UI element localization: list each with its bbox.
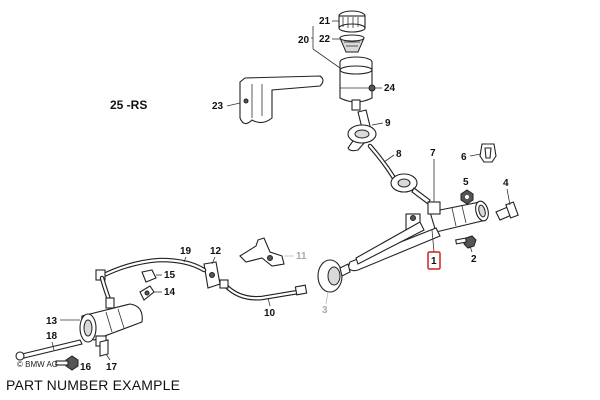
clutch-hose-19[interactable] bbox=[95, 257, 207, 309]
reservoir-cap-21[interactable] bbox=[338, 10, 366, 33]
leader-10 bbox=[267, 297, 271, 307]
reservoir-bracket-23[interactable] bbox=[239, 75, 324, 125]
bolt-16[interactable] bbox=[55, 355, 79, 371]
label-16: 16 bbox=[80, 362, 92, 373]
label-17: 17 bbox=[106, 362, 118, 373]
label-15: 15 bbox=[164, 270, 176, 281]
leader-8 bbox=[383, 154, 395, 163]
reservoir-20[interactable] bbox=[339, 56, 373, 111]
label-2: 2 bbox=[471, 254, 477, 265]
pushrod-18[interactable] bbox=[15, 339, 83, 361]
slave-cylinder-13[interactable] bbox=[79, 303, 143, 347]
label-9: 9 bbox=[385, 118, 391, 129]
bracket-20 bbox=[311, 26, 314, 49]
clip-6[interactable] bbox=[479, 143, 497, 163]
label-11: 11 bbox=[296, 251, 307, 262]
label-5: 5 bbox=[463, 177, 469, 188]
leader-17 bbox=[105, 353, 111, 361]
bleeder-14[interactable] bbox=[139, 285, 155, 301]
leader-12 bbox=[211, 256, 216, 265]
label-12: 12 bbox=[210, 246, 222, 257]
dust-boot-3[interactable] bbox=[317, 259, 351, 293]
leader-18 bbox=[51, 341, 55, 351]
hose-clamp-24[interactable] bbox=[368, 84, 376, 92]
leader-1 bbox=[431, 229, 435, 253]
bracket-11[interactable] bbox=[239, 237, 285, 267]
label-23: 23 bbox=[212, 101, 224, 112]
label-20: 20 bbox=[298, 35, 310, 46]
clutch-master-cylinder-1[interactable] bbox=[347, 200, 490, 272]
fitting-15[interactable] bbox=[141, 269, 157, 283]
label-1: 1 bbox=[431, 256, 437, 267]
footer-caption: PART NUMBER EXAMPLE bbox=[6, 377, 181, 393]
label-13: 13 bbox=[46, 316, 58, 327]
label-19: 19 bbox=[180, 246, 192, 257]
leader-20 bbox=[312, 48, 341, 69]
nut-5[interactable] bbox=[460, 189, 474, 205]
leader-2 bbox=[469, 245, 473, 253]
leader-9 bbox=[371, 122, 384, 126]
connector-9[interactable] bbox=[347, 109, 377, 152]
leader-3 bbox=[325, 291, 329, 305]
label-18: 18 bbox=[46, 331, 58, 342]
reservoir-strainer-22[interactable] bbox=[339, 34, 365, 53]
label-3: 3 bbox=[322, 305, 328, 316]
label-10: 10 bbox=[264, 308, 276, 319]
label-6: 6 bbox=[461, 152, 467, 163]
pressure-line-10[interactable] bbox=[219, 279, 308, 301]
label-7: 7 bbox=[430, 148, 436, 159]
bolt-4[interactable] bbox=[495, 201, 519, 221]
copyright-notice: © BMW AG bbox=[17, 360, 58, 369]
label-24: 24 bbox=[384, 83, 396, 94]
bracket-12[interactable] bbox=[203, 261, 221, 289]
bracket-17[interactable] bbox=[99, 339, 109, 357]
leader-6 bbox=[469, 153, 482, 157]
label-22: 22 bbox=[319, 34, 331, 45]
label-21: 21 bbox=[319, 16, 331, 27]
leader-23 bbox=[226, 102, 241, 107]
label-4: 4 bbox=[503, 178, 509, 189]
label-14: 14 bbox=[164, 287, 176, 298]
screw-2[interactable] bbox=[455, 235, 477, 249]
feed-hose-8[interactable] bbox=[367, 143, 431, 205]
leader-4 bbox=[506, 188, 511, 206]
leader-19 bbox=[183, 256, 187, 263]
group-code: 25 -RS bbox=[110, 98, 147, 112]
label-8: 8 bbox=[396, 149, 402, 160]
